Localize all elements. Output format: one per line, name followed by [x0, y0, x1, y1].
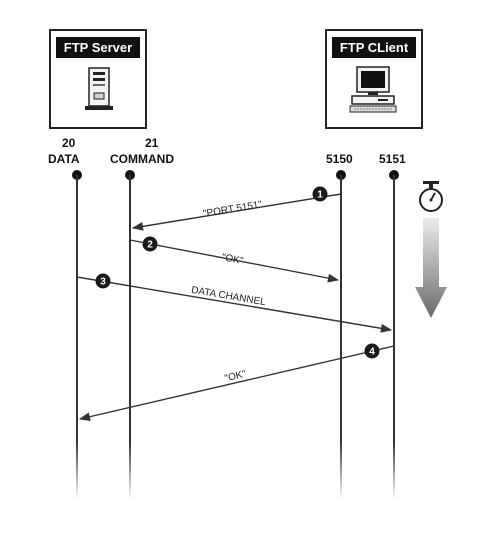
message-1: "PORT 5151" 1 — [131, 186, 342, 231]
step-1-badge: 1 — [312, 186, 328, 202]
lifeline-port-5151 — [389, 170, 399, 500]
message-3: DATA CHANNEL 3 — [76, 273, 393, 333]
step-4-badge: 4 — [364, 343, 380, 359]
message-3-label: DATA CHANNEL — [190, 285, 266, 308]
lifeline-port-20 — [72, 170, 82, 500]
lifelines — [72, 170, 399, 500]
messages: "PORT 5151" 1 "OK" 2 DATA CHANNEL 3 — [76, 186, 395, 422]
port-20-label: DATA — [48, 152, 80, 166]
ftp-server-title-bar — [56, 37, 140, 58]
port-21-number: 21 — [145, 136, 159, 150]
lifeline-port-5150 — [336, 170, 346, 500]
time-arrow-down-icon — [415, 218, 447, 318]
message-4: "OK" 4 — [78, 343, 395, 422]
port-labels: 20 DATA 21 COMMAND 5150 5151 — [48, 136, 406, 166]
step-2-number: 2 — [147, 240, 153, 251]
step-4-number: 4 — [369, 347, 375, 358]
ftp-client-title-bar — [332, 37, 416, 58]
step-3-badge: 3 — [95, 273, 111, 289]
port-5151-number: 5151 — [379, 152, 406, 166]
port-21-label: COMMAND — [110, 152, 174, 166]
stopwatch-icon — [419, 181, 443, 212]
message-2: "OK" 2 — [129, 236, 340, 283]
step-1-number: 1 — [317, 190, 323, 201]
time-indicator — [415, 181, 447, 318]
ftp-server-box: FTP Server — [49, 29, 147, 129]
message-1-label: "PORT 5151" — [202, 199, 263, 220]
lifeline-port-21 — [125, 170, 135, 500]
step-2-badge: 2 — [142, 236, 158, 252]
message-4-label: "OK" — [224, 369, 248, 385]
step-3-number: 3 — [100, 277, 106, 288]
message-2-label: "OK" — [221, 252, 245, 267]
port-20-number: 20 — [62, 136, 76, 150]
port-5150-number: 5150 — [326, 152, 353, 166]
server-tower-icon — [85, 67, 113, 110]
ftp-server-title: FTP Server — [64, 40, 132, 55]
ftp-client-box: FTP CLient — [325, 29, 423, 129]
desktop-computer-icon — [349, 66, 397, 113]
ftp-client-title: FTP CLient — [340, 40, 409, 55]
